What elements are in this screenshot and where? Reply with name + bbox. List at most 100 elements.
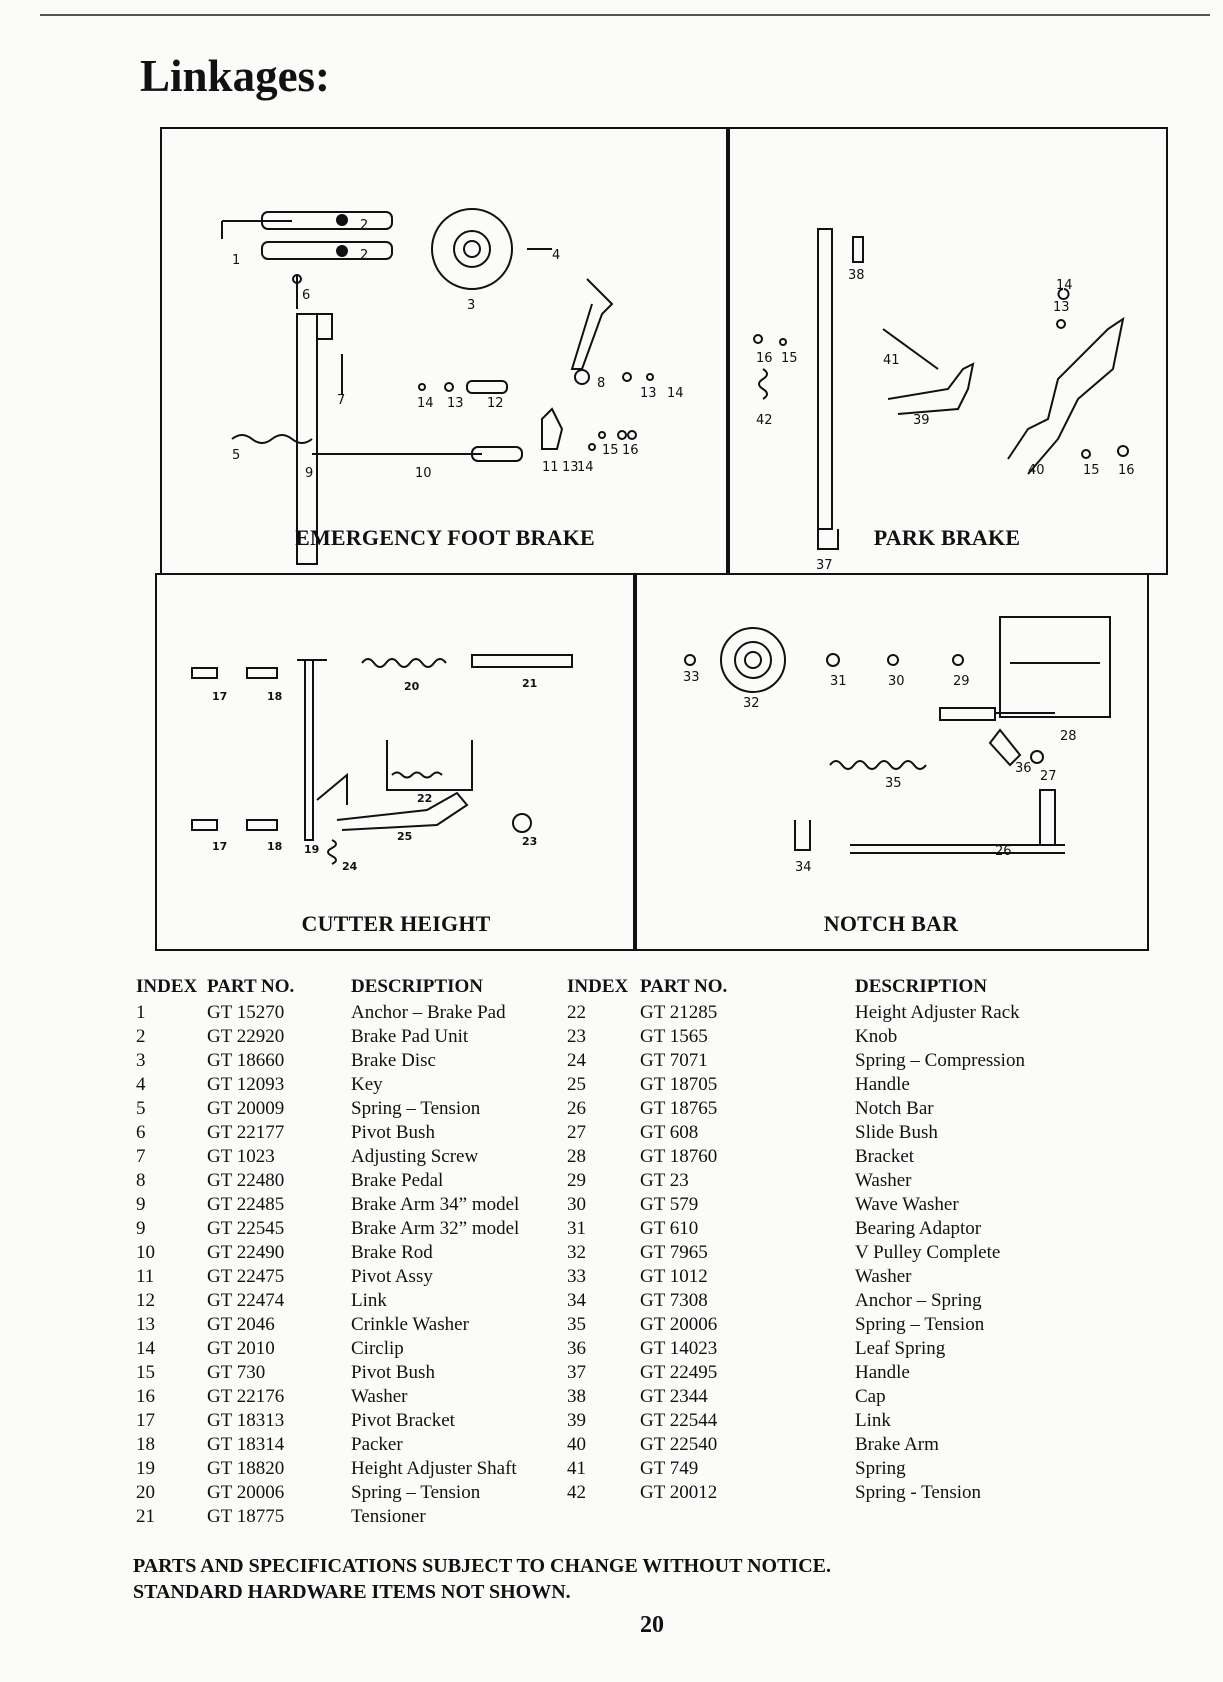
park-brake-diagram: 13 14 15 15 16 16 37 38 39 40 41 42 — [753, 228, 1135, 573]
svg-text:37: 37 — [816, 558, 833, 573]
table-cell-desc: Key — [351, 1074, 383, 1095]
svg-text:29: 29 — [953, 674, 970, 689]
svg-text:25: 25 — [397, 830, 412, 843]
table-cell-desc: Leaf Spring — [855, 1338, 946, 1359]
panel-title-notch: NOTCH BAR — [823, 911, 959, 936]
table-cell-desc: Circlip — [351, 1338, 404, 1359]
table-cell-part: GT 2010 — [207, 1338, 275, 1359]
table-cell-index: 6 — [136, 1122, 146, 1143]
svg-text:39: 39 — [913, 413, 930, 428]
svg-text:1: 1 — [232, 253, 240, 268]
svg-text:30: 30 — [888, 674, 905, 689]
header-part: PART NO. — [640, 976, 728, 997]
top-rule — [40, 14, 1210, 16]
svg-text:33: 33 — [683, 670, 700, 685]
table-cell-desc: Height Adjuster Shaft — [351, 1458, 517, 1479]
table-cell-desc: V Pulley Complete — [855, 1242, 1001, 1263]
page-title: Linkages: — [140, 51, 331, 101]
table-cell-part: GT 23 — [640, 1170, 689, 1191]
svg-text:13: 13 — [447, 396, 464, 411]
table-cell-desc: Pivot Bush — [351, 1122, 435, 1143]
header-index: INDEX — [567, 976, 629, 997]
svg-text:11: 11 — [542, 460, 559, 475]
table-cell-part: GT 7071 — [640, 1050, 708, 1071]
table-cell-desc: Slide Bush — [855, 1122, 938, 1143]
table-cell-desc: Pivot Bush — [351, 1362, 435, 1383]
svg-text:18: 18 — [267, 840, 282, 853]
table-cell-part: GT 21285 — [640, 1002, 718, 1023]
table-cell-part: GT 22545 — [207, 1218, 285, 1239]
table-cell-part: GT 12093 — [207, 1074, 285, 1095]
table-cell-index: 22 — [567, 1002, 586, 1023]
panel-cutter-height: 17 17 18 18 19 20 21 22 23 24 25 CUTTER … — [155, 573, 637, 951]
svg-text:8: 8 — [597, 376, 605, 391]
table-cell-index: 16 — [136, 1386, 155, 1407]
svg-text:23: 23 — [522, 835, 537, 848]
svg-text:24: 24 — [342, 860, 358, 873]
table-cell-index: 20 — [136, 1482, 155, 1503]
table-cell-desc: Pivot Assy — [351, 1266, 433, 1287]
table-cell-index: 31 — [567, 1218, 586, 1239]
table-cell-index: 40 — [567, 1434, 586, 1455]
svg-text:31: 31 — [830, 674, 847, 689]
table-cell-index: 7 — [136, 1146, 146, 1167]
table-cell-desc: Spring – Compression — [855, 1050, 1025, 1071]
svg-text:27: 27 — [1040, 769, 1057, 784]
table-cell-part: GT 20009 — [207, 1098, 285, 1119]
table-cell-index: 10 — [136, 1242, 155, 1263]
table-cell-index: 33 — [567, 1266, 586, 1287]
table-cell-desc: Link — [351, 1290, 387, 1311]
svg-text:13: 13 — [640, 386, 657, 401]
table-cell-index: 39 — [567, 1410, 586, 1431]
svg-text:9: 9 — [305, 466, 313, 481]
table-cell-part: GT 15270 — [207, 1002, 285, 1023]
table-cell-index: 38 — [567, 1386, 586, 1407]
table-cell-desc: Handle — [855, 1074, 910, 1095]
table-cell-part: GT 18313 — [207, 1410, 285, 1431]
table-cell-part: GT 20012 — [640, 1482, 718, 1503]
table-cell-part: GT 22474 — [207, 1290, 285, 1311]
table-cell-desc: Spring - Tension — [855, 1482, 982, 1503]
table-cell-part: GT 22177 — [207, 1122, 285, 1143]
svg-text:16: 16 — [1118, 463, 1135, 478]
table-cell-part: GT 18820 — [207, 1458, 285, 1479]
table-cell-desc: Brake Pedal — [351, 1170, 444, 1191]
table-cell-desc: Packer — [351, 1434, 403, 1455]
svg-text:14: 14 — [417, 396, 434, 411]
svg-text:17: 17 — [212, 690, 227, 703]
table-cell-desc: Brake Rod — [351, 1242, 433, 1263]
table-cell-part: GT 18705 — [640, 1074, 718, 1095]
table-cell-part: GT 18765 — [640, 1098, 718, 1119]
table-cell-index: 12 — [136, 1290, 155, 1311]
table-cell-desc: Wave Washer — [855, 1194, 959, 1215]
table-cell-index: 32 — [567, 1242, 586, 1263]
table-cell-index: 17 — [136, 1410, 155, 1431]
table-cell-index: 24 — [567, 1050, 586, 1071]
table-cell-desc: Spring – Tension — [351, 1482, 481, 1503]
table-cell-part: GT 22480 — [207, 1170, 285, 1191]
table-cell-part: GT 608 — [640, 1122, 699, 1143]
svg-text:35: 35 — [885, 776, 902, 791]
table-cell-part: GT 7965 — [640, 1242, 708, 1263]
svg-text:3: 3 — [467, 298, 475, 313]
svg-text:16: 16 — [756, 351, 773, 366]
table-cell-part: GT 22495 — [640, 1362, 718, 1383]
table-cell-part: GT 18760 — [640, 1146, 718, 1167]
svg-text:14: 14 — [1056, 278, 1073, 293]
table-cell-desc: Spring — [855, 1458, 906, 1479]
svg-text:13: 13 — [1053, 300, 1070, 315]
table-cell-desc: Notch Bar — [855, 1098, 934, 1119]
svg-text:15: 15 — [1083, 463, 1100, 478]
table-cell-index: 1 — [136, 1002, 146, 1023]
table-cell-index: 19 — [136, 1458, 155, 1479]
table-cell-desc: Bracket — [855, 1146, 915, 1167]
panel-emergency-foot-brake: 1 2 2 3 4 5 6 7 8 9 10 11 12 13 13 13 14… — [160, 127, 730, 575]
svg-text:13: 13 — [562, 460, 579, 475]
svg-text:14: 14 — [667, 386, 684, 401]
panel-title-emergency: EMERGENCY FOOT BRAKE — [295, 525, 595, 550]
table-cell-index: 37 — [567, 1362, 586, 1383]
table-cell-index: 26 — [567, 1098, 586, 1119]
